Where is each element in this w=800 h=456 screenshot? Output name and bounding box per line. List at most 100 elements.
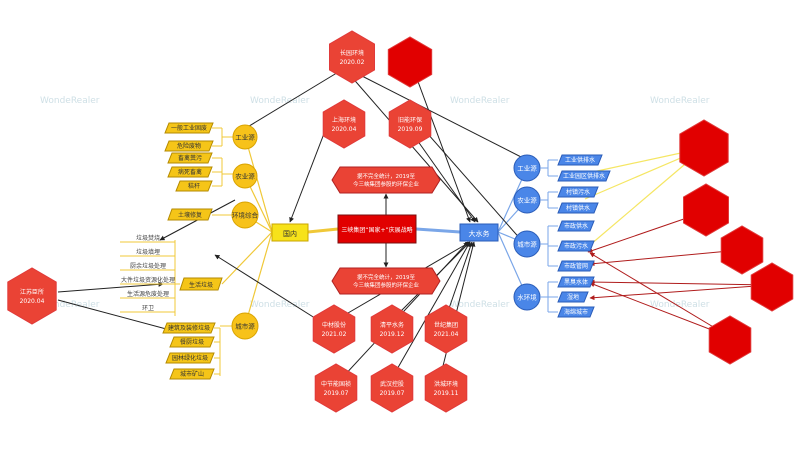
hex-left-mid-2 [388, 99, 432, 149]
box-r-urban-1-label: 市政污水 [564, 242, 588, 250]
center-box [337, 214, 417, 244]
box-industrial-1 [164, 140, 214, 152]
box-r-industrial-1 [557, 170, 611, 182]
watermark-text: WondeRealer [250, 300, 310, 310]
red-link-r5b [589, 282, 731, 338]
watermark-7: WondeRealer [450, 300, 509, 310]
hex-b5-label: 武汉控股 [380, 380, 404, 388]
domestic-box-label: 国内 [283, 229, 297, 238]
arrow-b6 [439, 241, 476, 379]
hex-b5 [370, 363, 414, 413]
circle-r-water-label: 水环境 [517, 293, 537, 302]
box-r-water-2-label: 海绵城市 [564, 308, 588, 316]
box-r-urban-2-label: 市政管网 [564, 262, 588, 270]
hex-b6-date: 2019.11 [434, 390, 459, 397]
watermark-text: WondeRealer [450, 300, 510, 310]
statement-top-shape [331, 166, 441, 194]
hex-right-3 [720, 225, 764, 275]
circle-agricultural [232, 163, 258, 189]
hex-b4-date: 2019.07 [324, 390, 349, 397]
hex-left-mid-1 [322, 99, 366, 149]
box-integrated-0-label: 土壤修复 [178, 211, 202, 219]
circle-r-urban-label: 城市源 [517, 240, 537, 249]
circle-urban-label: 城市源 [235, 322, 255, 331]
hex-b1-label: 中材股份 [322, 321, 346, 329]
statement-bottom-text: 据不完全统计，2019至今三峡集团参股的环保企业 [353, 273, 420, 289]
box-industrial-0 [164, 122, 214, 134]
box-agri-1-label: 病死畜禽 [178, 168, 202, 176]
hex-b6-label: 洪城环境 [434, 380, 458, 388]
box-urban-0-label: 建筑及装修垃圾 [168, 324, 210, 332]
waste-item-4: 生活源危废处理 [127, 290, 169, 298]
box-integrated-0 [167, 208, 213, 221]
box-r-agri-0 [557, 186, 599, 198]
watermark-1: WondeRealer [40, 96, 99, 106]
circle-urban [231, 312, 259, 340]
arrow-top1-left [235, 67, 346, 135]
circle-integrated-label: 环境综合 [232, 211, 259, 220]
watermark-6: WondeRealer [250, 300, 309, 310]
hex-b2-date: 2019.12 [380, 331, 405, 338]
circle-integrated [231, 201, 259, 229]
arrow-ml2-water [409, 129, 476, 223]
red-link-r5 [589, 252, 731, 338]
arrow-top1-right [359, 74, 528, 161]
statement-top-text: 据不完全统计，2019至今三峡集团参股的环保企业 [353, 172, 420, 188]
yellow-spoke [244, 231, 273, 327]
hex-top-2 [387, 36, 433, 88]
circle-industrial [232, 124, 258, 150]
hex-left-mid-2-date: 2019.09 [398, 126, 423, 133]
box-r-agri-1 [557, 202, 599, 214]
red-link-r4 [589, 279, 771, 286]
red-link-r4b [589, 284, 771, 301]
box-urban-0 [162, 322, 216, 334]
waste-item-0: 垃圾焚烧 [136, 234, 160, 242]
hex-far-left [7, 267, 57, 325]
company-hexagons: 长园环境2020.02上海环境2020.04旧能环保2019.09中材股份202… [7, 30, 794, 413]
box-urban-2-label: 园林绿化垃圾 [172, 354, 208, 362]
water-env-box [459, 223, 499, 242]
hex-b4-label: 中节能国祯 [321, 380, 351, 388]
hex-right-1 [679, 119, 729, 177]
hex-b1-date: 2021.02 [322, 331, 347, 338]
box-r-industrial-0-label: 工业供排水 [565, 156, 595, 164]
box-r-industrial-1-label: 工业园区供排水 [563, 172, 605, 180]
hex-b3-date: 2021.04 [434, 331, 459, 338]
box-agri-2 [175, 180, 213, 192]
hex-b2 [370, 304, 414, 354]
hex-far-left-date: 2020.04 [20, 298, 45, 305]
waste-item-3: 大件垃圾资源化处理 [121, 276, 175, 284]
box-r-water-0 [557, 276, 595, 288]
circle-r-agricultural-label: 农业源 [517, 196, 537, 205]
arrow-b5 [391, 241, 471, 379]
watermark-8: WondeRealer [650, 300, 709, 310]
watermark-text: WondeRealer [450, 96, 510, 106]
box-agri-1 [167, 166, 213, 178]
hex-top-1 [329, 30, 375, 84]
box-agri-0-label: 畜禽粪污 [178, 154, 202, 162]
box-r-water-1-label: 湿地 [567, 293, 579, 301]
box-r-industrial-0 [557, 154, 603, 166]
watermark-text: WondeRealer [250, 96, 310, 106]
arrow-b4 [341, 241, 469, 379]
box-urban-1 [169, 336, 215, 348]
box-urban-3 [169, 368, 215, 380]
link-center-water [415, 227, 461, 234]
circle-agricultural-label: 农业源 [235, 172, 255, 181]
link-domestic-center [307, 227, 339, 234]
arrow-b1-left [214, 254, 319, 321]
hex-b2-label: 清平水务 [380, 321, 404, 329]
hex-top-1-date: 2020.02 [340, 59, 365, 66]
waste-item-2: 厨余垃圾处理 [130, 262, 166, 270]
hex-right-2 [683, 183, 729, 237]
hex-right-5 [708, 315, 752, 365]
box-urban-3-label: 城市矿山 [180, 370, 204, 378]
arrow-farleft-urban [57, 299, 171, 332]
box-r-urban-0 [557, 220, 595, 232]
waste-item-5: 环卫 [142, 305, 154, 312]
watermark-text: WondeRealer [650, 300, 710, 310]
box-urban-2 [165, 352, 215, 364]
box-r-agri-1-label: 村镇供水 [566, 204, 590, 212]
watermark-5: WondeRealer [40, 300, 99, 310]
